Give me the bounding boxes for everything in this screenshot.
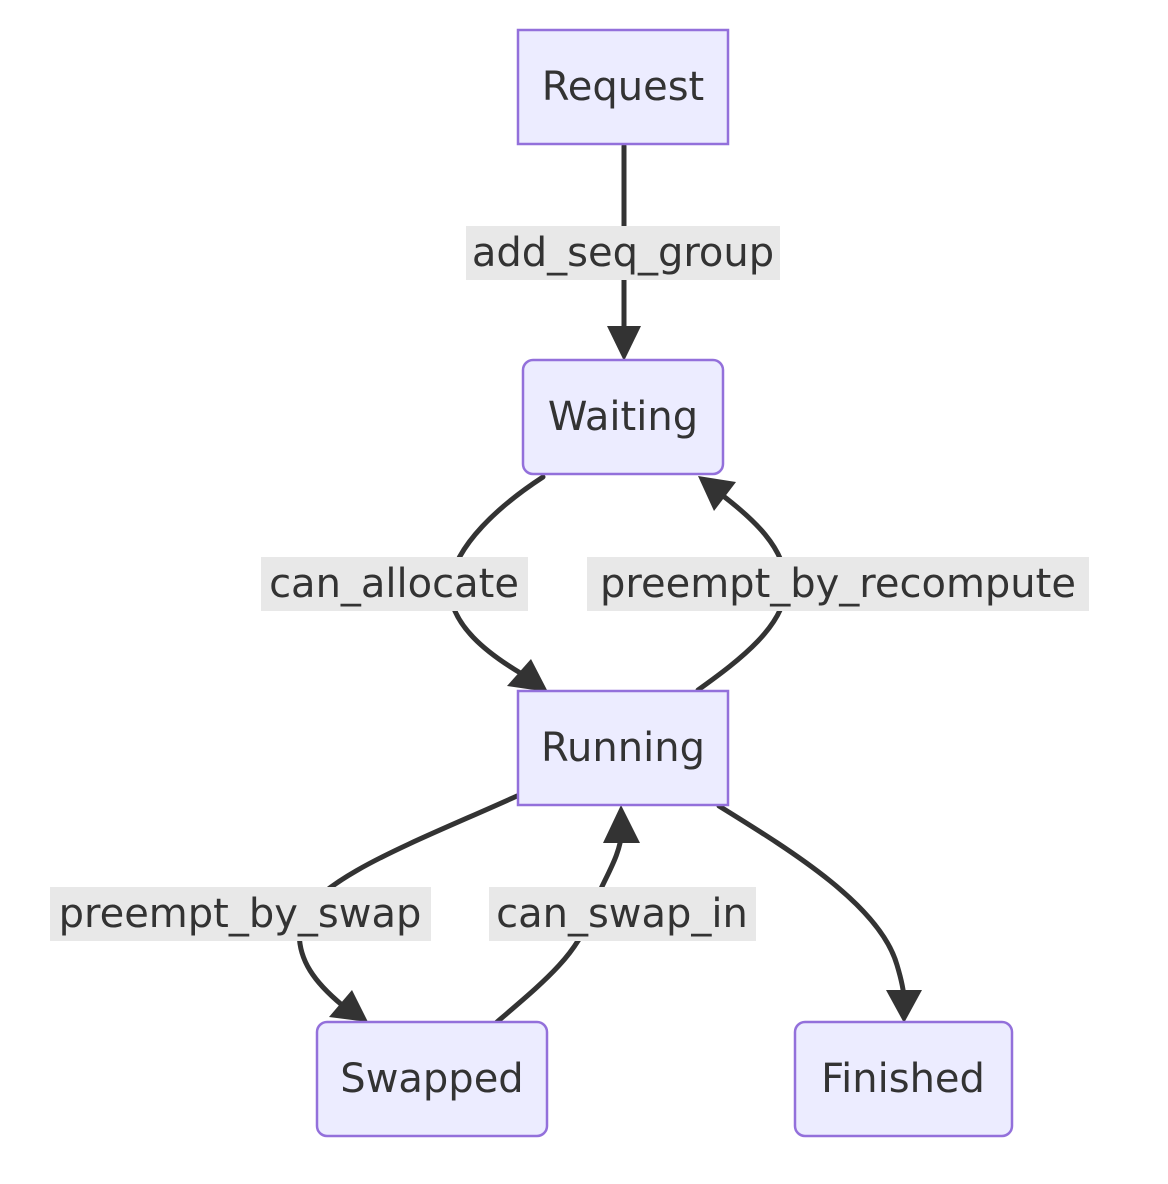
arrowhead-waiting (607, 326, 641, 361)
node-swapped-label: Swapped (340, 1056, 523, 1102)
edge-label-add-seq-group: add_seq_group (466, 226, 780, 280)
edge-label-preempt-by-recompute-text: preempt_by_recompute (600, 561, 1076, 607)
edge-label-preempt-by-recompute: preempt_by_recompute (587, 557, 1089, 611)
node-running-label: Running (541, 725, 705, 771)
node-waiting-label: Waiting (548, 394, 698, 440)
arrowhead-finished (886, 990, 922, 1023)
edge-label-can-swap-in-text: can_swap_in (496, 891, 748, 937)
node-finished[interactable]: Finished (793, 1020, 1014, 1138)
arrowhead-waiting-right (698, 476, 736, 511)
node-running[interactable]: Running (516, 689, 730, 807)
edge-label-can-swap-in: can_swap_in (489, 887, 756, 941)
edge-label-preempt-by-swap: preempt_by_swap (50, 887, 431, 941)
edge-running-to-finished (716, 803, 922, 1023)
arrowhead-swapped (329, 990, 368, 1022)
node-request[interactable]: Request (516, 28, 730, 146)
node-waiting[interactable]: Waiting (521, 358, 725, 476)
node-finished-label: Finished (821, 1056, 985, 1102)
arrowhead-running-bottom (603, 805, 640, 843)
node-request-label: Request (542, 64, 704, 110)
edge-label-can-allocate-text: can_allocate (269, 561, 519, 607)
node-swapped[interactable]: Swapped (315, 1020, 549, 1138)
edge-label-add-seq-group-text: add_seq_group (472, 230, 774, 276)
edge-label-preempt-by-swap-text: preempt_by_swap (59, 891, 422, 937)
edge-label-can-allocate: can_allocate (261, 557, 528, 611)
arrowhead-running-left (507, 659, 548, 692)
